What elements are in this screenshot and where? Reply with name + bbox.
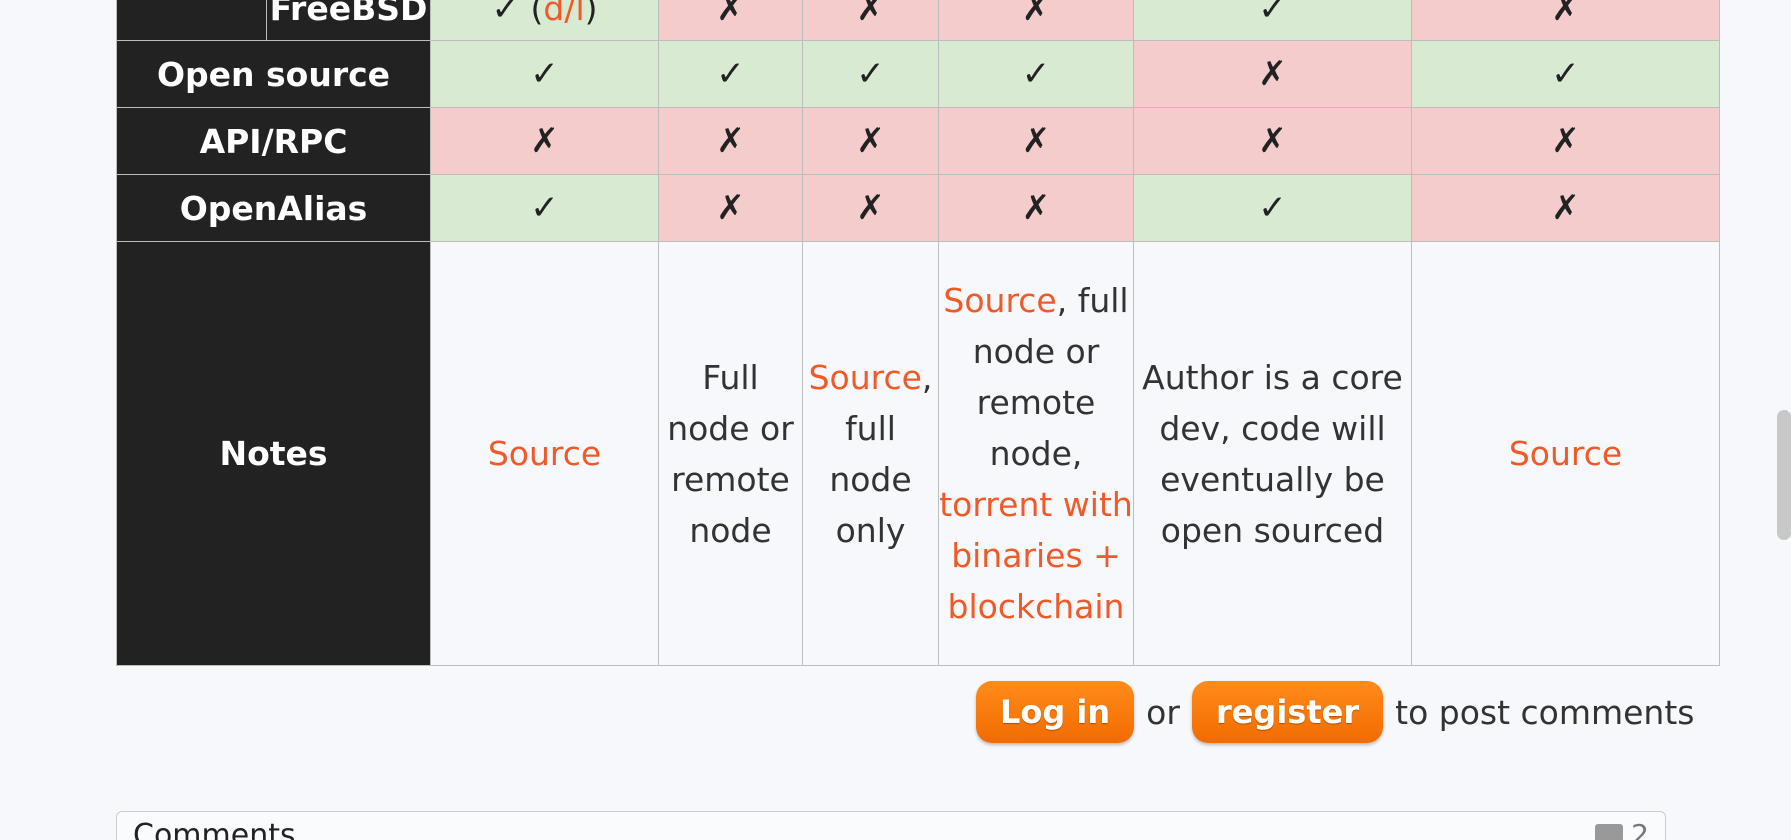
cell-freebsd-5: ✓: [1133, 0, 1412, 41]
row-label-openalias: OpenAlias: [116, 174, 431, 242]
row-label-api-rpc: API/RPC: [116, 107, 431, 175]
cell-api-rpc-2: ✗: [658, 107, 803, 175]
paren-close: ): [584, 0, 598, 28]
note-text: Author is a core dev, code will eventual…: [1142, 357, 1403, 550]
check-icon: ✓: [1551, 54, 1580, 94]
cross-icon: ✗: [716, 188, 745, 228]
row-label-freebsd: FreeBSD: [266, 0, 431, 41]
row-api-rpc: API/RPC ✗ ✗ ✗ ✗ ✗ ✗: [116, 107, 1720, 175]
check-icon: ✓: [1021, 54, 1051, 94]
or-text: or: [1146, 692, 1180, 732]
cell-openalias-4: ✗: [938, 174, 1134, 242]
note-cell-1: Source: [430, 241, 659, 666]
cell-open-source-2: ✓: [658, 40, 803, 108]
row-notes: Notes Source Full node or remote node So…: [116, 241, 1720, 666]
cell-freebsd-6: ✗: [1411, 0, 1720, 41]
cross-icon: ✗: [1551, 0, 1580, 29]
source-link[interactable]: Source: [943, 281, 1057, 320]
check-icon: ✓: [491, 0, 521, 29]
cross-icon: ✗: [716, 0, 745, 29]
comparison-table: FreeBSD ✓ (d/l) ✗ ✗ ✗ ✓ ✗ Open source ✓ …: [116, 0, 1720, 666]
check-icon: ✓: [530, 188, 559, 228]
cell-open-source-1: ✓: [430, 40, 659, 108]
comments-title: Comments: [133, 818, 296, 840]
login-button[interactable]: Log in: [976, 681, 1135, 743]
cell-open-source-6: ✓: [1411, 40, 1720, 108]
check-icon: ✓: [1258, 188, 1287, 228]
scrollbar-thumb[interactable]: [1777, 410, 1791, 540]
check-icon: ✓: [856, 54, 885, 94]
note-cell-2: Full node or remote node: [658, 241, 803, 666]
cell-openalias-5: ✓: [1133, 174, 1412, 242]
cell-openalias-2: ✗: [658, 174, 803, 242]
row-label-open-source: Open source: [116, 40, 431, 108]
cell-open-source-4: ✓: [938, 40, 1134, 108]
cross-icon: ✗: [1021, 0, 1051, 29]
login-prompt: Log in or register to post comments: [976, 674, 1694, 750]
cell-api-rpc-3: ✗: [802, 107, 939, 175]
cell-api-rpc-6: ✗: [1411, 107, 1720, 175]
cross-icon: ✗: [856, 188, 885, 228]
cell-openalias-6: ✗: [1411, 174, 1720, 242]
cell-freebsd-1: ✓ (d/l): [430, 0, 659, 41]
cross-icon: ✗: [856, 0, 885, 29]
source-link[interactable]: Source: [487, 434, 602, 473]
cross-icon: ✗: [1258, 121, 1287, 161]
post-comments-text: to post comments: [1395, 692, 1695, 732]
torrent-link[interactable]: torrent with binaries + blockchain: [939, 485, 1133, 626]
cross-icon: ✗: [1021, 188, 1051, 228]
row-group-header: [116, 0, 267, 41]
cell-freebsd-4: ✗: [938, 0, 1134, 41]
cell-api-rpc-1: ✗: [430, 107, 659, 175]
cross-icon: ✗: [1021, 121, 1051, 161]
comments-panel: Comments 2: [116, 811, 1666, 840]
cross-icon: ✗: [856, 121, 885, 161]
cell-freebsd-2: ✗: [658, 0, 803, 41]
row-label-notes: Notes: [116, 241, 431, 666]
row-open-source: Open source ✓ ✓ ✓ ✓ ✗ ✓: [116, 40, 1720, 108]
note-cell-6: Source: [1411, 241, 1720, 666]
cross-icon: ✗: [530, 121, 559, 161]
cell-open-source-5: ✗: [1133, 40, 1412, 108]
cell-api-rpc-5: ✗: [1133, 107, 1412, 175]
paren-open: (: [520, 0, 544, 28]
check-icon: ✓: [530, 54, 559, 94]
cross-icon: ✗: [1551, 188, 1580, 228]
cell-open-source-3: ✓: [802, 40, 939, 108]
check-icon: ✓: [716, 54, 745, 94]
cross-icon: ✗: [1258, 54, 1287, 94]
check-icon: ✓: [1258, 0, 1287, 29]
cross-icon: ✗: [1551, 121, 1580, 161]
row-openalias: OpenAlias ✓ ✗ ✗ ✗ ✓ ✗: [116, 174, 1720, 242]
source-link[interactable]: Source: [808, 357, 922, 397]
cell-openalias-3: ✗: [802, 174, 939, 242]
source-link[interactable]: Source: [1508, 434, 1623, 473]
comment-bubble-icon: [1595, 823, 1624, 840]
download-link[interactable]: d/l: [543, 0, 585, 28]
comment-count: 2: [1595, 818, 1649, 840]
row-freebsd: FreeBSD ✓ (d/l) ✗ ✗ ✗ ✓ ✗: [116, 0, 1720, 41]
note-cell-5: Author is a core dev, code will eventual…: [1133, 241, 1412, 666]
register-button[interactable]: register: [1191, 681, 1384, 743]
comment-count-value: 2: [1631, 818, 1649, 840]
note-text: , full node only: [829, 357, 933, 550]
cross-icon: ✗: [716, 121, 745, 161]
cell-freebsd-3: ✗: [802, 0, 939, 41]
cell-openalias-1: ✓: [430, 174, 659, 242]
cell-api-rpc-4: ✗: [938, 107, 1134, 175]
note-cell-3: Source, full node only: [802, 241, 939, 666]
note-cell-4: Source, full node or remote node, torren…: [938, 241, 1134, 666]
note-text: Full node or remote node: [667, 357, 794, 550]
note-text: , full node or remote node,: [972, 281, 1129, 473]
